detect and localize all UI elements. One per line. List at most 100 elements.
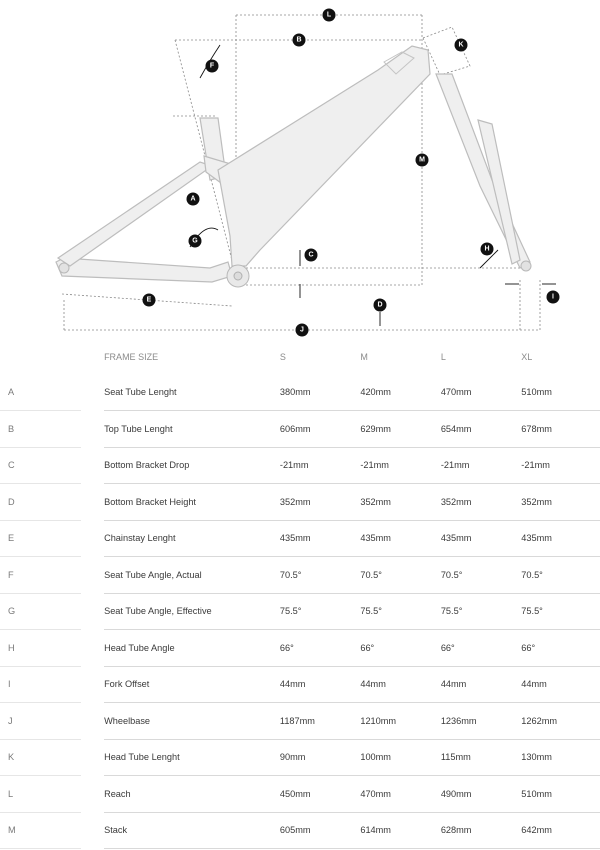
- row-letter: M: [0, 812, 81, 849]
- row-gap: [81, 557, 104, 594]
- row-measurement-name: Chainstay Lenght: [104, 520, 280, 557]
- row-letter: K: [0, 739, 81, 776]
- row-letter: A: [0, 374, 81, 411]
- row-value-xl: 75.5°: [521, 593, 600, 630]
- marker-M: M: [415, 153, 429, 167]
- header-size-s: S: [279, 351, 286, 362]
- row-gap: [81, 812, 104, 849]
- row-value-m: 614mm: [360, 812, 441, 849]
- row-value-l: 435mm: [440, 520, 522, 557]
- row-gap: [81, 411, 104, 448]
- svg-text:F: F: [210, 63, 215, 70]
- row-measurement-name: Bottom Bracket Height: [104, 483, 280, 521]
- row-letter: B: [0, 410, 81, 448]
- row-gap: [81, 776, 104, 813]
- row-value-l: 70.5°: [440, 556, 522, 594]
- row-letter: I: [0, 666, 81, 703]
- svg-text:K: K: [458, 42, 463, 49]
- marker-H: H: [480, 242, 494, 256]
- row-value-s: 435mm: [279, 520, 361, 557]
- header-size-l: L: [440, 351, 446, 362]
- marker-G: G: [188, 234, 202, 248]
- header-size-xl: XL: [521, 351, 533, 362]
- row-value-s: 70.5°: [279, 556, 361, 594]
- row-gap: [81, 666, 104, 703]
- row-value-l: 44mm: [440, 666, 522, 703]
- row-value-m: 44mm: [360, 666, 441, 703]
- row-value-s: 450mm: [279, 775, 361, 813]
- row-value-m: 420mm: [360, 374, 441, 411]
- marker-K: K: [454, 38, 468, 52]
- marker-A: A: [186, 192, 200, 206]
- row-value-s: 75.5°: [279, 593, 361, 630]
- row-gap: [81, 447, 104, 484]
- marker-C: C: [304, 248, 318, 262]
- row-gap: [81, 630, 104, 667]
- row-value-s: 605mm: [279, 812, 361, 849]
- row-measurement-name: Fork Offset: [104, 666, 280, 703]
- marker-B: B: [292, 33, 306, 47]
- bike-frame: [55, 45, 532, 288]
- row-letter: F: [0, 556, 81, 594]
- row-measurement-name: Top Tube Lenght: [104, 410, 280, 448]
- svg-text:H: H: [484, 246, 489, 253]
- row-value-s: -21mm: [279, 447, 361, 484]
- row-value-s: 90mm: [279, 739, 361, 776]
- header-size-m: M: [360, 351, 368, 362]
- row-letter: H: [0, 629, 81, 667]
- row-measurement-name: Seat Tube Angle, Effective: [104, 593, 280, 630]
- row-value-xl: 678mm: [521, 410, 600, 448]
- row-measurement-name: Stack: [104, 812, 280, 849]
- row-value-m: -21mm: [360, 447, 441, 484]
- row-value-xl: 70.5°: [521, 556, 600, 594]
- row-value-s: 380mm: [279, 374, 361, 411]
- row-value-l: 470mm: [440, 374, 522, 411]
- marker-I: I: [546, 290, 560, 304]
- table-header-row: FRAME SIZE S M L XL: [0, 339, 600, 375]
- row-value-m: 75.5°: [360, 593, 441, 630]
- svg-text:G: G: [192, 238, 198, 245]
- row-value-s: 352mm: [279, 483, 361, 521]
- row-measurement-name: Seat Tube Lenght: [104, 374, 280, 411]
- row-value-xl: 510mm: [521, 775, 600, 813]
- row-measurement-name: Head Tube Angle: [104, 629, 280, 667]
- row-gap: [81, 520, 104, 557]
- row-value-xl: 435mm: [521, 520, 600, 557]
- row-value-m: 435mm: [360, 520, 441, 557]
- row-value-m: 352mm: [360, 483, 441, 521]
- svg-text:L: L: [327, 12, 332, 19]
- svg-text:D: D: [377, 302, 382, 309]
- row-value-xl: 66°: [521, 629, 600, 667]
- row-value-s: 606mm: [279, 410, 361, 448]
- row-letter: D: [0, 483, 81, 521]
- row-value-m: 100mm: [360, 739, 441, 776]
- svg-text:E: E: [147, 297, 152, 304]
- marker-L: L: [322, 8, 336, 22]
- row-measurement-name: Bottom Bracket Drop: [104, 447, 280, 484]
- row-letter: G: [0, 593, 81, 630]
- row-value-xl: 130mm: [521, 739, 600, 776]
- row-letter: E: [0, 520, 81, 557]
- row-gap: [81, 375, 104, 411]
- row-value-l: 66°: [440, 629, 522, 667]
- row-value-l: 115mm: [440, 739, 522, 776]
- header-gap: [81, 339, 104, 375]
- row-value-m: 470mm: [360, 775, 441, 813]
- row-value-l: 352mm: [440, 483, 522, 521]
- row-value-l: 75.5°: [440, 593, 522, 630]
- row-value-l: -21mm: [440, 447, 522, 484]
- frame-geometry-diagram: L B K F M A G C H E D I J: [55, 8, 560, 337]
- svg-text:M: M: [419, 157, 425, 164]
